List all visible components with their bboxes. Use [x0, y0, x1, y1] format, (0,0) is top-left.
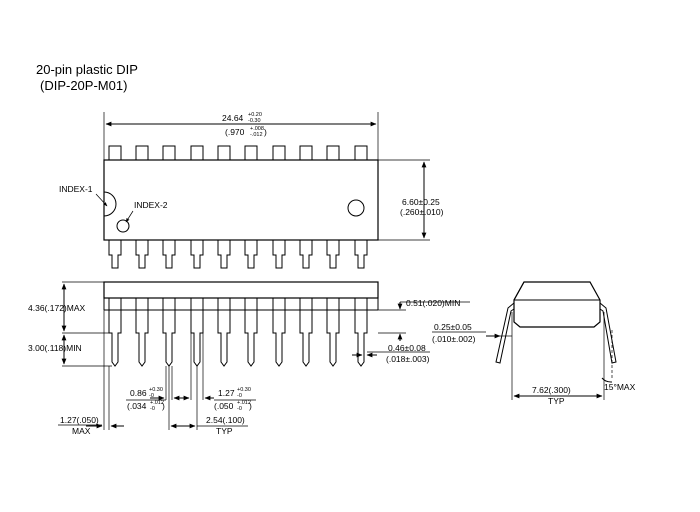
lead-width-in-tol-plus: +.012 [150, 400, 164, 406]
row-spacing: 7.62(.300) [532, 385, 571, 395]
lead-width-in: (.034 [127, 401, 147, 411]
standoff-dim: 0.51(.020)MIN [406, 298, 460, 308]
lead-width-mm-tol-plus: +0.30 [149, 387, 163, 393]
index-1-notch [103, 191, 117, 217]
length-mm-tol-plus: +0.20 [248, 112, 262, 118]
side-view: 4.36(.172)MAX 3.00(.118)MIN 0.86 +0.30 -… [28, 281, 470, 436]
index-2-label: INDEX-2 [134, 200, 168, 210]
lead-thick-mm: 0.46±0.08 [388, 343, 426, 353]
lead-width-in-close: ) [162, 401, 165, 411]
length-mm-tol-minus: -0.30 [248, 118, 261, 124]
side-leads [108, 298, 368, 367]
package-body-top [103, 159, 379, 241]
length-in-close: ) [264, 127, 267, 137]
shoulder-in-tol-minus: -0 [237, 406, 242, 412]
package-body-end [513, 281, 601, 328]
end-view: 0.25±0.05 (.010±.002) 7.62(.300) TYP 15°… [432, 281, 636, 406]
title-line-2: (DIP-20P-M01) [40, 78, 127, 93]
thickness-in: (.010±.002) [432, 334, 476, 344]
top-pins-lower [108, 240, 368, 269]
index-marker [347, 199, 365, 217]
index-1-label: INDEX-1 [59, 184, 93, 194]
shoulder-mm-tol-minus: -0 [237, 393, 242, 399]
package-body-side [103, 281, 379, 299]
width-in: (.260±.010) [400, 207, 444, 217]
index-2-dimple [116, 219, 130, 233]
row-typ: TYP [548, 396, 565, 406]
top-view: 24.64 +0.20 -0.30 (.970 +.008 -.012 ) IN… [59, 112, 444, 269]
pitch-dim: 2.54(.100) [206, 415, 245, 425]
shoulder-in-tol-plus: +.012 [237, 400, 251, 406]
lead-min: 3.00(.118)MIN [28, 343, 82, 353]
pitch-typ: TYP [216, 426, 233, 436]
top-pins-upper [108, 145, 368, 160]
length-in-tol-plus: +.008 [250, 126, 264, 132]
lead-width-mm-tol-minus: -0 [149, 393, 154, 399]
lead-thick-in: (.018±.003) [386, 354, 430, 364]
thickness-mm: 0.25±0.05 [434, 322, 472, 332]
angle-max: 15°MAX [604, 382, 636, 392]
shoulder-in-close: ) [249, 401, 252, 411]
shoulder-mm: 1.27 [218, 388, 235, 398]
title-line-1: 20-pin plastic DIP [36, 62, 138, 77]
width-mm: 6.60±0.25 [402, 197, 440, 207]
shoulder-in: (.050 [214, 401, 234, 411]
length-in-tol-minus: -.012 [250, 132, 263, 138]
lead-width-in-tol-minus: -0 [150, 406, 155, 412]
shoulder-mm-tol-plus: +0.30 [237, 387, 251, 393]
end-dim: 1.27(.050) [60, 415, 99, 425]
length-in: (.970 [225, 127, 245, 137]
length-mm: 24.64 [222, 113, 244, 123]
height-max: 4.36(.172)MAX [28, 303, 85, 313]
lead-width-mm: 0.86 [130, 388, 147, 398]
end-max: MAX [72, 426, 91, 436]
